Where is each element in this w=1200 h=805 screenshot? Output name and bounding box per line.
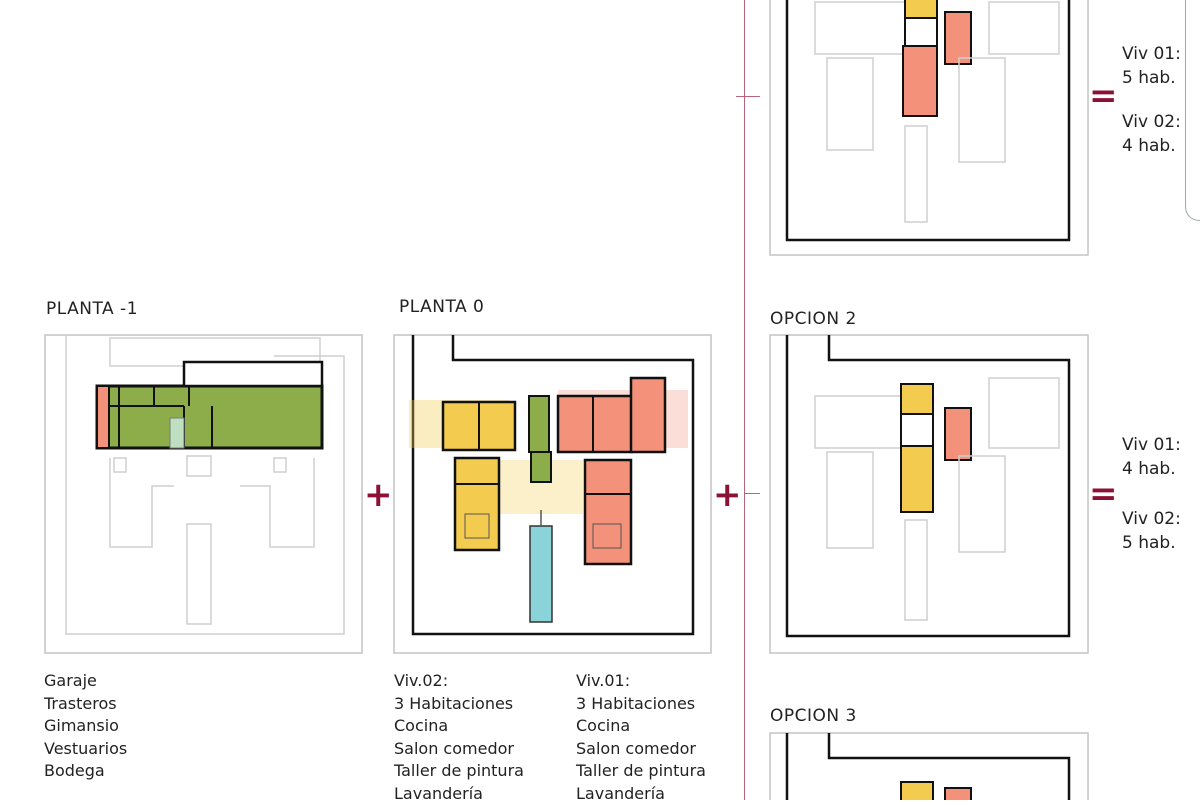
viv02-label: Viv 02: [1122,110,1181,134]
list-item: Taller de pintura [394,760,524,783]
viv02-hab: 5 hab. [1122,531,1181,555]
list-item: Salon comedor [394,738,524,761]
viv01-hab: 5 hab. [1122,66,1181,90]
opcion-1-result: Viv 01: 5 hab. Viv 02: 4 hab. [1122,42,1181,158]
list-item: Cocina [576,715,706,738]
equals-operator-2: = [1089,477,1118,511]
plan-planta-0 [393,334,713,656]
list-item: Lavandería [576,783,706,805]
viv01-label: Viv 01: [1122,42,1181,66]
viv01-hab: 4 hab. [1122,457,1181,481]
planta-minus1-title: PLANTA -1 [46,299,138,319]
faded-description-text [42,0,742,64]
plus-operator-2: + [713,478,742,512]
list-title: Viv.02: [394,670,524,693]
viv01-label: Viv 01: [1122,433,1181,457]
list-item: Bodega [44,760,127,783]
list-item: Trasteros [44,693,127,716]
viv02-hab: 4 hab. [1122,134,1181,158]
list-item: 3 Habitaciones [576,693,706,716]
list-item: 3 Habitaciones [394,693,524,716]
plan-planta-minus1 [44,334,364,656]
opcion-3-title: OPCION 3 [770,706,857,726]
list-item: Salon comedor [576,738,706,761]
plus-operator-1: + [364,478,393,512]
list-title: Viv.01: [576,670,706,693]
viv01-program-list: Viv.01: 3 Habitaciones Cocina Salon come… [576,670,706,805]
opcion-2-title: OPCION 2 [770,309,857,329]
list-item: Lavandería [394,783,524,805]
viv02-program-list: Viv.02: 3 Habitaciones Cocina Salon come… [394,670,524,805]
vertical-divider [744,0,745,800]
equals-operator-1: = [1089,79,1118,113]
list-item: Garaje [44,670,127,693]
plan-opcion-1 [769,0,1091,260]
divider-tick [744,493,760,494]
plan-opcion-2 [769,334,1091,656]
plan-opcion-3 [769,732,1091,800]
scrollbar[interactable] [1185,0,1200,221]
planta-minus1-program-list: Garaje Trasteros Gimansio Vestuarios Bod… [44,670,127,783]
list-item: Gimansio [44,715,127,738]
planta-0-title: PLANTA 0 [399,297,484,317]
list-item: Vestuarios [44,738,127,761]
viv02-label: Viv 02: [1122,507,1181,531]
opcion-2-result: Viv 01: 4 hab. Viv 02: 5 hab. [1122,433,1181,555]
list-item: Taller de pintura [576,760,706,783]
list-item: Cocina [394,715,524,738]
divider-tick [736,96,760,97]
